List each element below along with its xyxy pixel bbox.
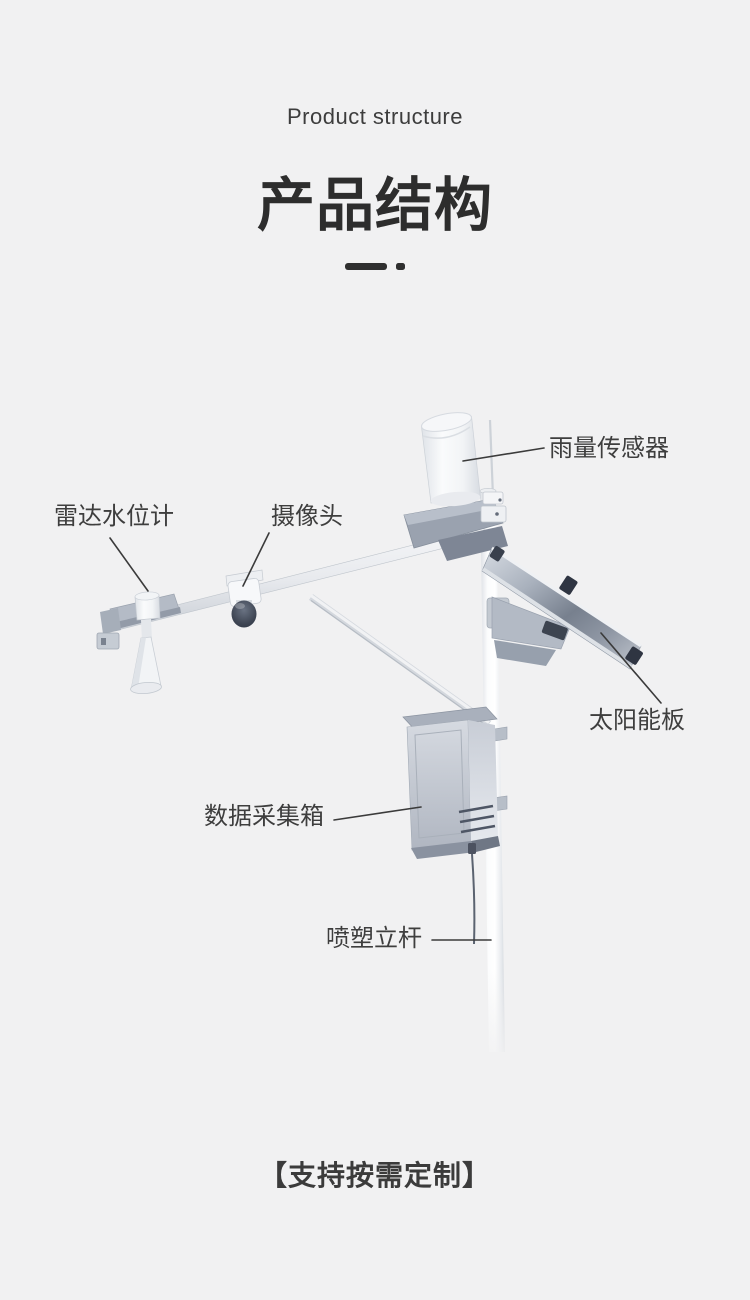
antenna-whip	[488, 419, 495, 498]
label-rain-sensor: 雨量传感器	[549, 435, 669, 462]
title-underline-decoration	[0, 263, 750, 270]
footer-note: 【支持按需定制】	[258, 1160, 491, 1191]
label-solar-panel: 太阳能板	[589, 707, 685, 734]
data-collection-box-body	[402, 706, 508, 945]
label-data-collection-box: 数据采集箱	[204, 803, 324, 830]
solar-panel-bracket	[486, 596, 571, 666]
leader-lines	[109, 447, 662, 941]
decoration-dot	[396, 263, 405, 270]
camera-body	[225, 569, 264, 628]
arm-brace	[308, 594, 492, 728]
subtitle-english: Product structure	[286, 104, 463, 129]
label-camera: 摄像头	[271, 503, 343, 530]
box-cable	[471, 853, 476, 945]
decoration-line	[345, 263, 387, 270]
leader-data-collection-box	[333, 806, 422, 821]
label-radar-level-gauge: 雷达水位计	[54, 503, 174, 530]
rain-gauge-mount	[403, 498, 508, 561]
label-coated-pole: 喷塑立杆	[326, 925, 422, 952]
leader-radar-level-gauge	[109, 537, 149, 592]
leader-solar-panel	[600, 632, 662, 704]
leader-rain-sensor	[462, 447, 545, 462]
solar-panel-body	[481, 546, 643, 670]
radar-level-gauge-body	[96, 591, 181, 695]
page-title: 产品结构	[256, 173, 493, 238]
pole-fade	[460, 968, 522, 1068]
antenna-clamp	[480, 491, 507, 523]
leader-camera	[242, 532, 270, 587]
rain-sensor-body	[421, 412, 481, 507]
